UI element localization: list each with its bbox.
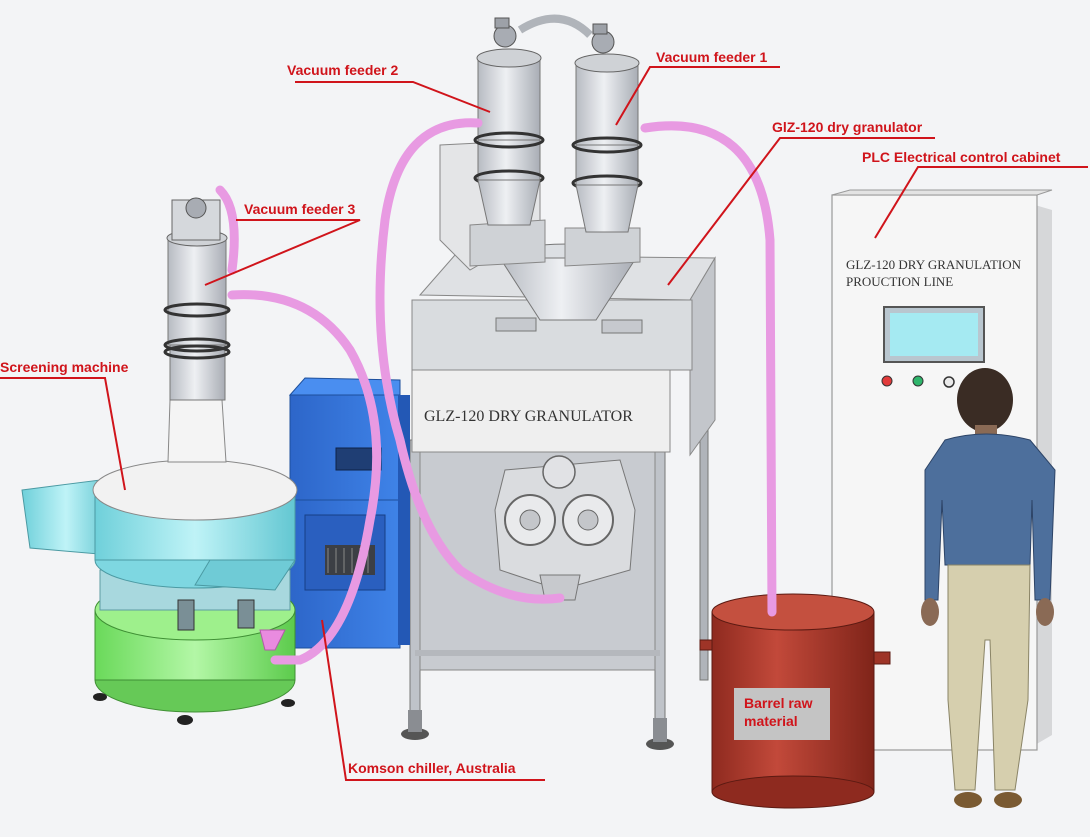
callout-leaders	[0, 66, 1088, 781]
leader-vacuum-feeder-3	[204, 219, 361, 286]
leader-plc-cabinet	[874, 166, 1088, 239]
hmi-display	[890, 313, 978, 356]
callout-vacuum-feeder-2: Vacuum feeder 2	[287, 62, 398, 78]
chiller-unit	[288, 377, 410, 649]
granulator-panel-label: GLZ-120 DRY GRANULATOR	[424, 408, 633, 425]
callout-granulator: GlZ-120 dry granulator	[772, 119, 923, 135]
cabinet-label-line1: GLZ-120 DRY GRANULATION	[846, 257, 1022, 272]
barrel-label-box	[734, 688, 830, 740]
leader-granulator	[667, 137, 935, 286]
callout-plc-cabinet: PLC Electrical control cabinet	[862, 149, 1061, 165]
leader-chiller	[321, 619, 545, 781]
vacuum-feeder-2-unit	[473, 17, 545, 226]
cabinet-label-line2: PROUCTION LINE	[846, 274, 953, 289]
vacuum-feeder-3-unit	[163, 197, 231, 463]
hose-feeder2-to-granulator	[375, 118, 565, 604]
screening-machine	[21, 459, 298, 725]
callout-vacuum-feeder-3: Vacuum feeder 3	[244, 201, 355, 217]
vacuum-hoses	[215, 118, 777, 665]
red-indicator-light	[881, 375, 893, 387]
leader-vacuum-feeder-1	[615, 66, 780, 126]
leader-screening-machine	[0, 377, 126, 491]
green-indicator-light	[912, 375, 924, 387]
barrel-label-line2: material	[744, 713, 798, 729]
hose-feeder1-to-barrel	[640, 121, 777, 617]
callout-screening-machine: Screening machine	[0, 359, 129, 375]
hose-feeder3-to-screen	[227, 290, 382, 665]
operator-figure	[921, 368, 1056, 808]
callout-vacuum-feeder-1: Vacuum feeder 1	[656, 49, 767, 65]
callout-chiller: Komson chiller, Australia	[348, 760, 516, 776]
hose-feeder3-top	[215, 185, 239, 275]
barrel-label-line1: Barrel raw	[744, 695, 813, 711]
vacuum-feeder-1-unit	[517, 14, 643, 233]
white-indicator-light	[943, 376, 955, 388]
leader-vacuum-feeder-2	[295, 81, 491, 113]
raw-material-barrel: Barrel raw material	[699, 593, 891, 809]
